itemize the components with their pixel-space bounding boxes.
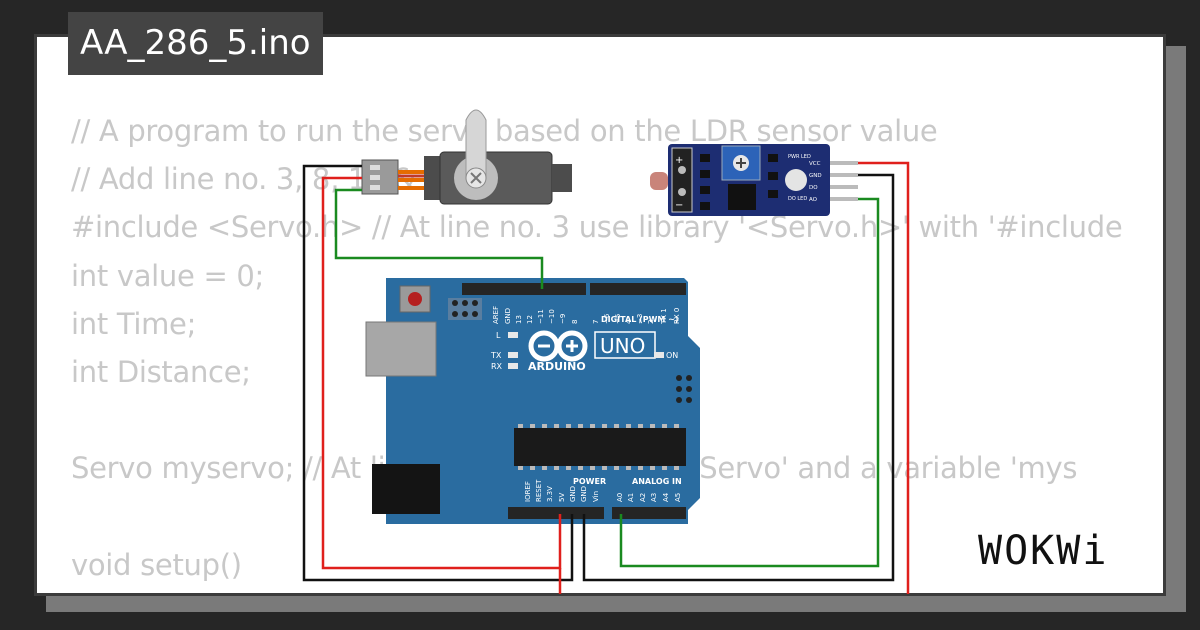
digital-pin-label: 2 — [647, 320, 655, 324]
arduino-brand: ARDUINO — [528, 360, 586, 373]
analog-pin-label: A4 — [662, 492, 670, 502]
power-label: POWER — [573, 477, 606, 486]
digital-pin-label: 13 — [515, 315, 523, 324]
project-title: AA_286_5.ino — [68, 12, 323, 75]
board-model: UNO — [600, 334, 645, 358]
power-pin-label: IOREF — [524, 481, 532, 502]
ldr-pin-label: GND — [809, 173, 822, 179]
digital-header-right[interactable] — [590, 283, 686, 295]
code-line: #include <Servo.h> // At line no. 3 use … — [71, 210, 1123, 245]
code-line: int value = 0; — [71, 258, 264, 293]
svg-text:−: − — [675, 200, 683, 211]
comparator-chip — [728, 184, 756, 210]
ldr-pin-label: DO — [809, 185, 818, 191]
power-pin-label: 5V — [558, 493, 566, 502]
digital-pin-label: 8 — [571, 320, 579, 324]
analog-pin-label: A2 — [639, 493, 647, 502]
pwr-led — [785, 169, 807, 191]
power-pin-label: GND — [580, 486, 588, 502]
wire-ldr-vcc — [858, 161, 910, 594]
wire-servo-gnd — [302, 164, 574, 582]
code-line: int Distance; — [71, 355, 251, 390]
analog-pin-label: A3 — [650, 493, 658, 502]
svg-text:+: + — [675, 155, 683, 166]
servo-horn[interactable] — [465, 109, 487, 179]
digital-pin-label: RX 0 — [673, 308, 681, 324]
digital-pin-label: ~6 — [603, 313, 611, 324]
arduino-logo — [528, 330, 588, 362]
digital-label: DIGITAL (PWM ~) — [601, 315, 679, 324]
digital-header-left[interactable] — [462, 283, 586, 295]
digital-pin-label: 4 — [625, 319, 633, 324]
ldr-pin-label: AO — [809, 197, 818, 203]
digital-pin-label: GND — [504, 308, 512, 324]
wire-ldr-gnd — [582, 173, 895, 582]
ldr-pin-label: VCC — [809, 161, 821, 167]
analog-label: ANALOG IN — [632, 477, 682, 486]
code-line: void setup() — [71, 547, 242, 582]
servo-motor[interactable] — [361, 109, 572, 205]
digital-pin-label: AREF — [492, 306, 500, 324]
power-pin-label: GND — [569, 486, 577, 502]
photoresistor — [650, 172, 668, 190]
led-rx-label: RX — [491, 362, 503, 371]
wire-ldr-ao — [619, 197, 880, 568]
analog-pin-label: A0 — [616, 493, 624, 502]
power-pin-label: Vin — [592, 491, 600, 502]
atmega-chip — [514, 428, 686, 466]
analog-pin-label: A5 — [674, 493, 682, 502]
power-header[interactable] — [508, 507, 604, 519]
power-jack — [372, 464, 440, 514]
power-pin-label: 3.3V — [546, 486, 554, 502]
digital-pin-label: ~11 — [537, 309, 545, 324]
code-line: // A program to run the servo based on t… — [71, 114, 938, 148]
power-pin-label: RESET — [535, 479, 543, 502]
wire-servo-vcc — [321, 176, 562, 570]
do-led-label: DO LED — [788, 196, 807, 202]
led-tx-label: TX — [490, 351, 502, 360]
digital-pin-label: 12 — [526, 315, 534, 324]
wire-servo-signal — [334, 188, 544, 289]
pwr-led-label: PWR LED — [788, 154, 811, 160]
wires — [302, 161, 910, 594]
analog-header[interactable] — [612, 507, 686, 519]
digital-pin-label: TX 1 — [660, 308, 668, 325]
ldr-sensor-module[interactable]: + − PWR LED DO LED VCC GND DO AO — [650, 144, 858, 216]
digital-pin-label: ~9 — [559, 314, 567, 324]
digital-pin-label: ~5 — [614, 314, 622, 324]
wokwi-logo: WOKWi — [978, 528, 1109, 574]
code-line: int Time; — [71, 306, 197, 341]
led-l-label: L — [496, 331, 501, 340]
digital-pin-label: 7 — [592, 320, 600, 324]
usb-port — [365, 321, 437, 377]
digital-pin-label: ~10 — [548, 309, 556, 324]
analog-pin-label: A1 — [627, 493, 635, 502]
on-label: ON — [666, 351, 678, 360]
digital-pin-label: ~3 — [636, 314, 644, 324]
